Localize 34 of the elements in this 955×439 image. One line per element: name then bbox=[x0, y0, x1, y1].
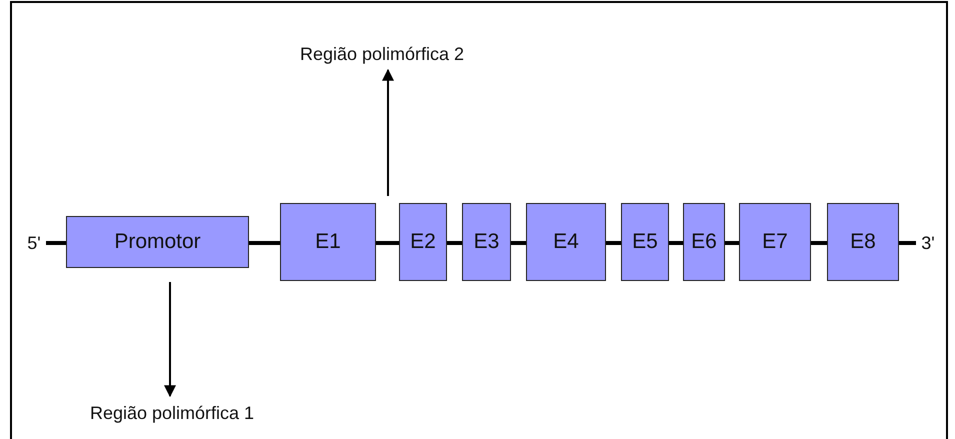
box-label: E2 bbox=[410, 230, 436, 254]
dna-line bbox=[447, 241, 462, 245]
dna-line bbox=[669, 241, 683, 245]
exon-box bbox=[462, 203, 511, 281]
box-label: E8 bbox=[850, 230, 876, 254]
arrow bbox=[164, 282, 176, 398]
box-label: E6 bbox=[691, 230, 717, 254]
strand-end-label: 5' bbox=[27, 232, 41, 254]
arrow bbox=[382, 68, 394, 196]
region-label: Região polimórfica 2 bbox=[300, 44, 464, 64]
dna-line bbox=[249, 241, 280, 245]
box-label: E5 bbox=[632, 230, 658, 254]
exon-box bbox=[621, 203, 669, 281]
box-label: E4 bbox=[553, 230, 579, 254]
exon-box bbox=[827, 203, 899, 281]
dna-line bbox=[376, 241, 399, 245]
dna-line bbox=[725, 241, 739, 245]
exon-box bbox=[739, 203, 811, 281]
dna-line bbox=[511, 241, 526, 245]
exon-box bbox=[280, 203, 376, 281]
dna-line bbox=[46, 241, 66, 245]
box-label: E7 bbox=[762, 230, 788, 254]
dna-line bbox=[899, 241, 916, 245]
strand-end-label: 3' bbox=[921, 232, 935, 254]
exon-box bbox=[399, 203, 447, 281]
box-label: Promotor bbox=[114, 230, 201, 254]
dna-line bbox=[606, 241, 621, 245]
box-label: E3 bbox=[474, 230, 500, 254]
exon-box bbox=[526, 203, 606, 281]
exon-box bbox=[66, 216, 249, 268]
box-label: E1 bbox=[315, 230, 341, 254]
exon-box bbox=[683, 203, 725, 281]
region-label: Região polimórfica 1 bbox=[90, 402, 254, 424]
dna-line bbox=[811, 241, 827, 245]
